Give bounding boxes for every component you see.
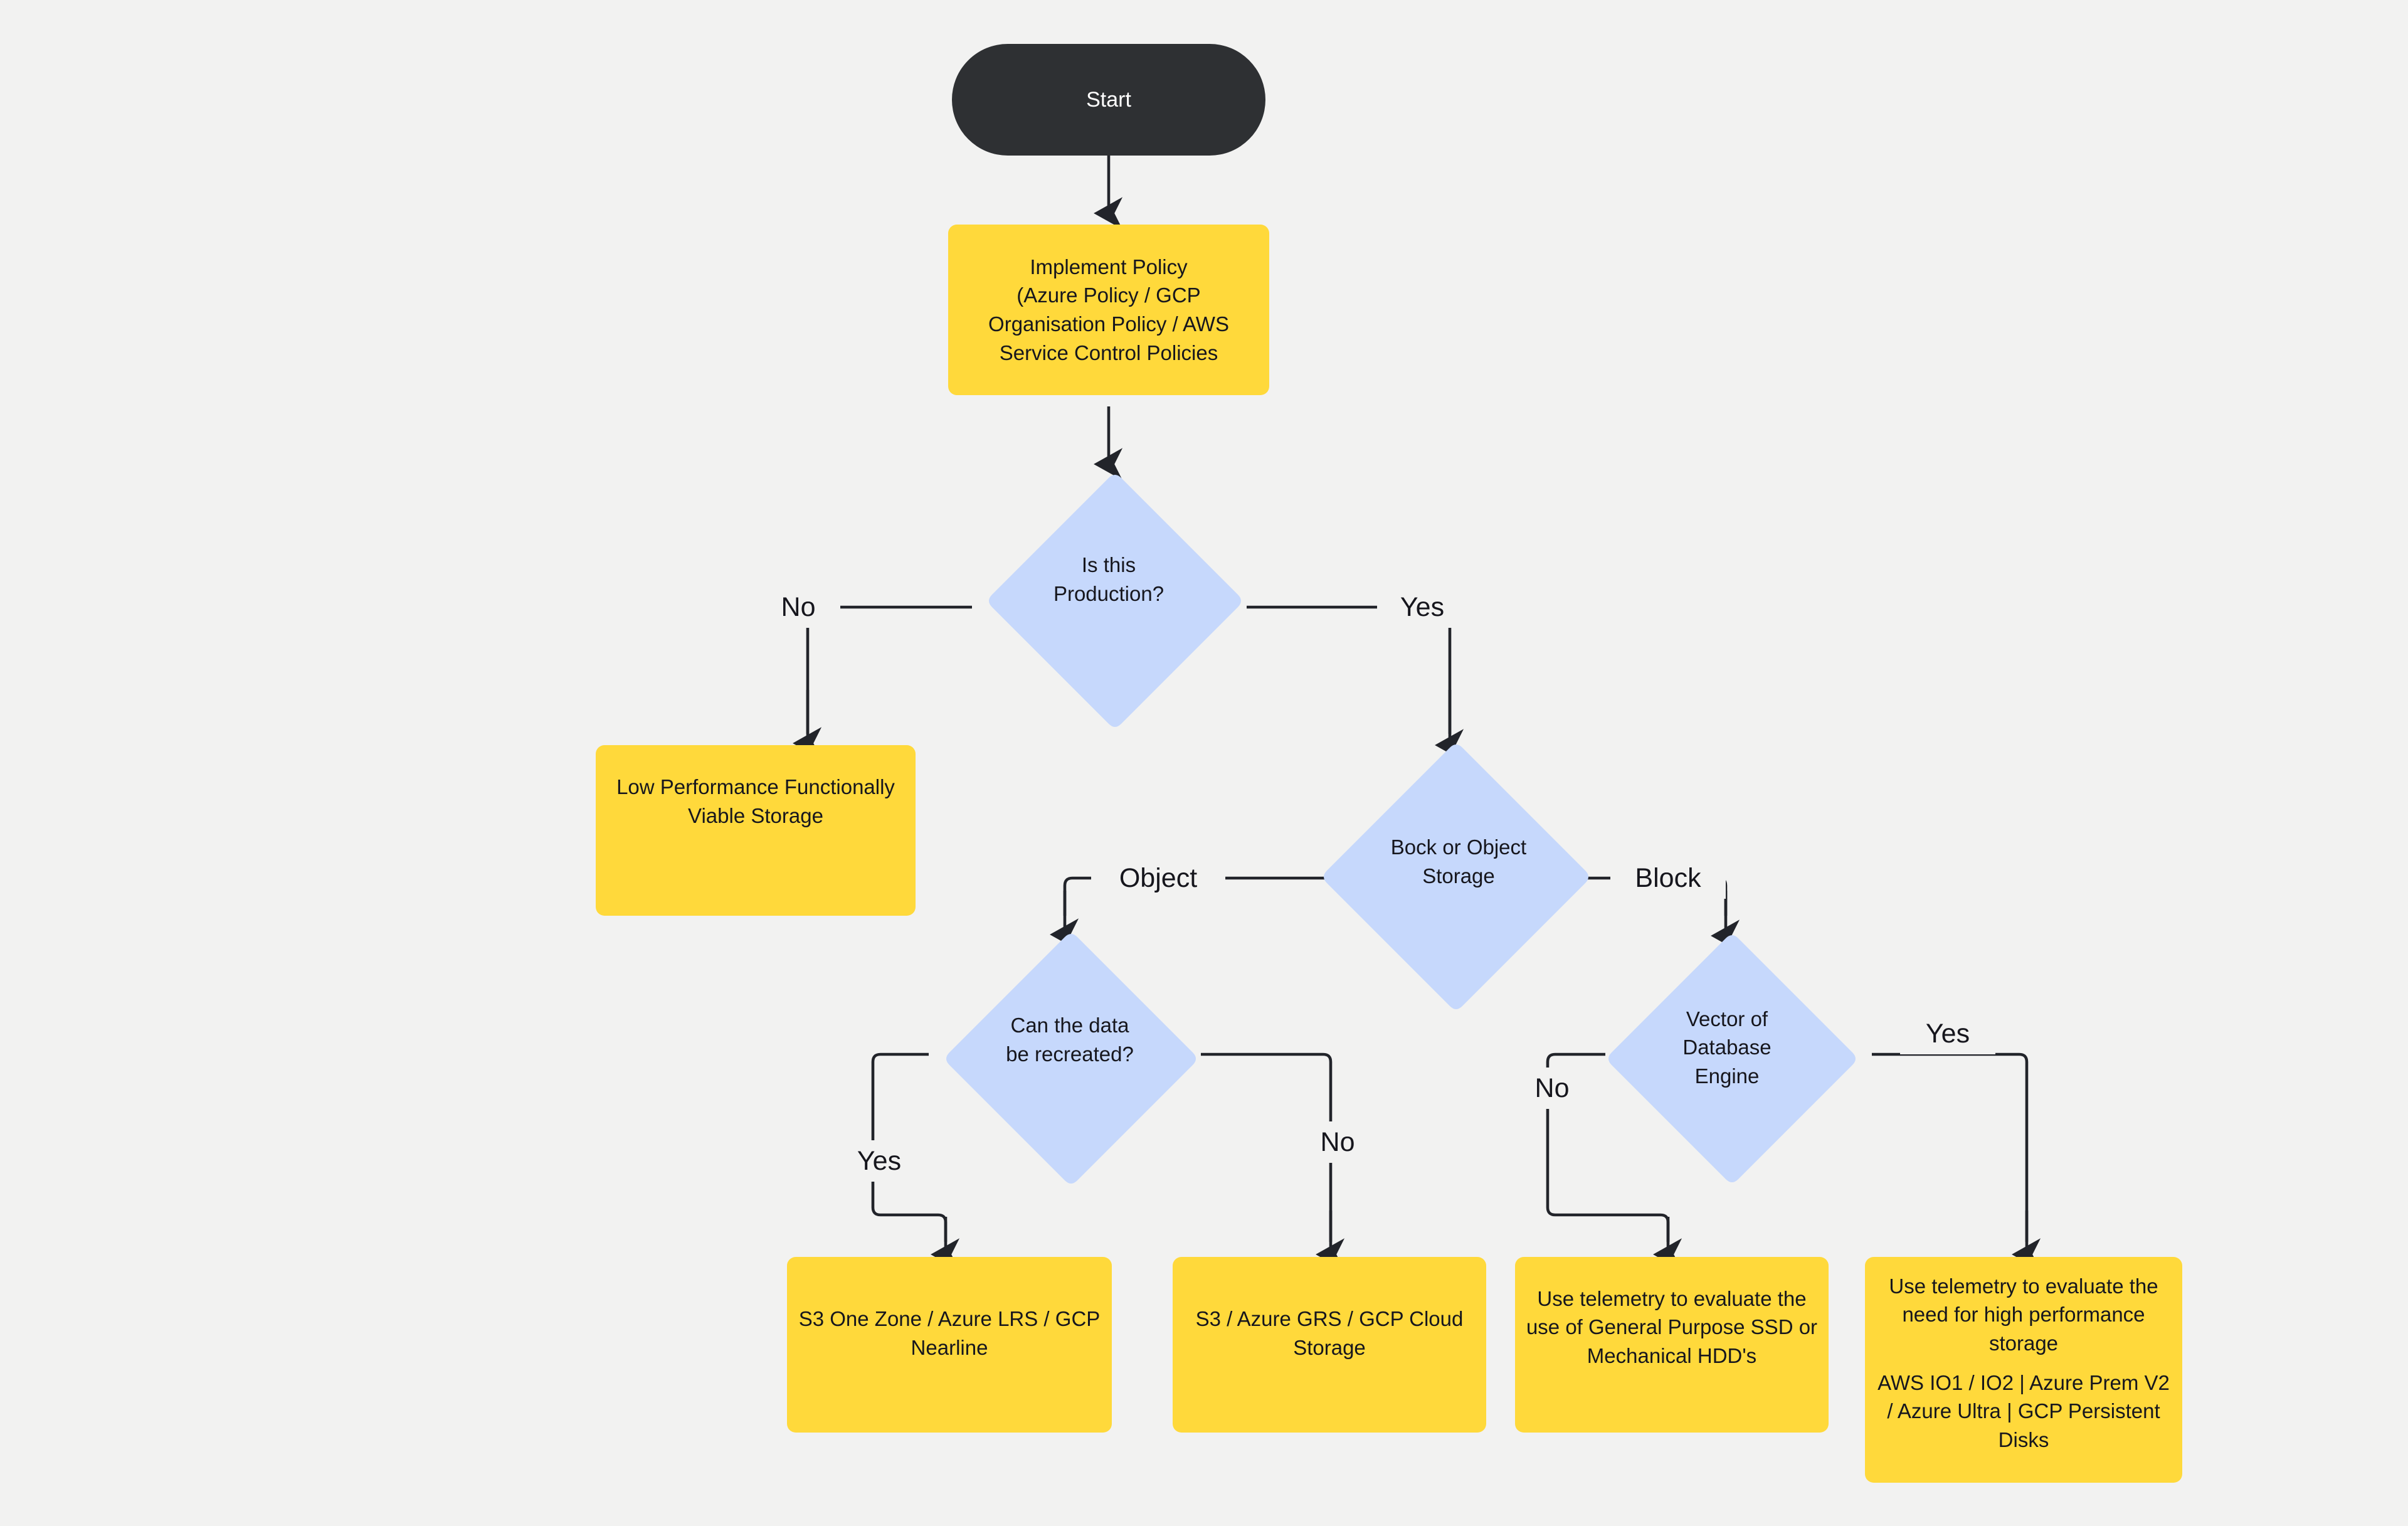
edge-label-vector-no: No — [1510, 1068, 1594, 1109]
edge-storage-object-h — [1063, 876, 1349, 916]
edge-label-storage-block: Block — [1610, 857, 1726, 899]
node-shape-s3-one-zone[interactable] — [787, 1257, 1112, 1433]
edge-vector-yes-h — [1872, 1052, 2029, 1242]
edge-label-production-no: No — [756, 586, 840, 628]
edge-label-vector-yes: Yes — [1900, 1013, 1995, 1054]
edge-vector-no — [1546, 1052, 1670, 1242]
edge-label-recreate-yes: Yes — [834, 1140, 924, 1182]
edge-recreate-yes — [871, 1052, 948, 1242]
edge-recreate-no — [1201, 1052, 1333, 1242]
node-shape-can-recreate[interactable] — [946, 934, 1196, 1184]
node-shape-implement-policy[interactable] — [948, 225, 1269, 395]
node-shape-block-or-object[interactable] — [1324, 744, 1588, 1009]
node-shape-low-perf-storage[interactable] — [596, 745, 916, 916]
node-shape-telemetry-general[interactable] — [1515, 1257, 1829, 1433]
node-shape-vector-db-engine[interactable] — [1608, 935, 1856, 1182]
node-shape-is-production[interactable] — [989, 475, 1241, 727]
node-shape-s3-grs[interactable] — [1173, 1257, 1486, 1433]
edge-label-storage-object: Object — [1091, 857, 1225, 899]
node-shape-start[interactable] — [952, 44, 1265, 156]
edge-label-production-yes: Yes — [1377, 586, 1467, 628]
node-shape-telemetry-high-perf[interactable] — [1865, 1257, 2182, 1483]
edge-label-recreate-no: No — [1297, 1121, 1378, 1163]
